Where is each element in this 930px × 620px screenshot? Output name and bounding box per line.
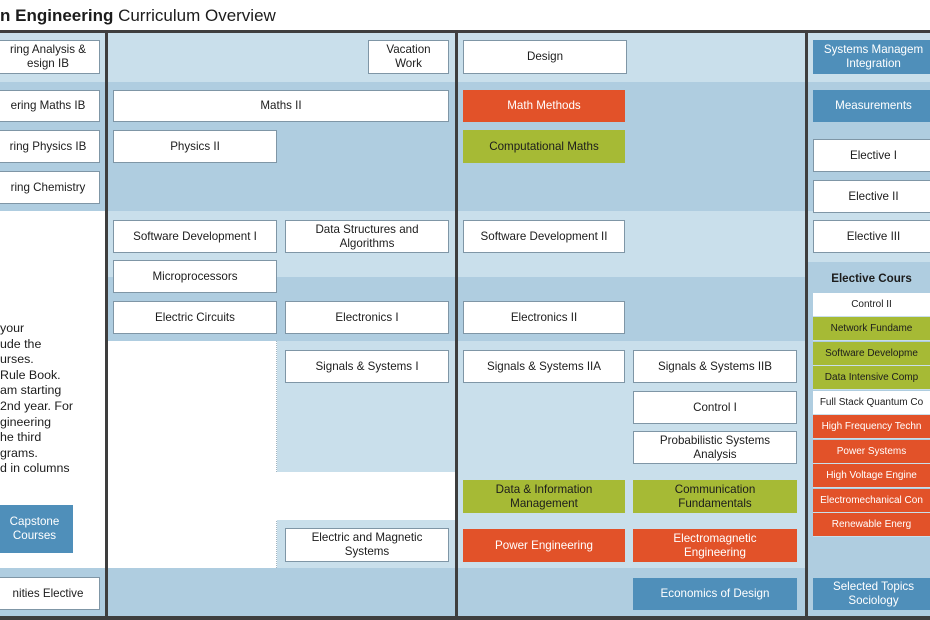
elective-item[interactable]: Network Fundame (813, 317, 930, 341)
course-humanities-elective[interactable]: nities Elective (0, 577, 100, 610)
elective-item[interactable]: High Frequency Techn (813, 415, 930, 439)
course-power-engineering[interactable]: Power Engineering (463, 529, 625, 562)
course-signals-systems-i[interactable]: Signals & Systems I (285, 350, 449, 383)
course-signals-systems-iia[interactable]: Signals & Systems IIA (463, 350, 625, 383)
course-vacation-work[interactable]: Vacation Work (368, 40, 449, 74)
elective-courses-heading: Elective Cours (831, 272, 912, 285)
course-data-structures[interactable]: Data Structures and Algorithms (285, 220, 449, 253)
course-data-information-management[interactable]: Data & Information Management (463, 480, 625, 513)
page-title-bold: n Engineering (0, 6, 114, 25)
course-physics-ib[interactable]: ring Physics IB (0, 130, 100, 163)
course-math-methods[interactable]: Math Methods (463, 90, 625, 122)
course-elective-iii[interactable]: Elective III (813, 220, 930, 253)
course-control-i[interactable]: Control I (633, 391, 797, 424)
course-communication-fundamentals[interactable]: Communication Fundamentals (633, 480, 797, 513)
course-analysis-design-ib[interactable]: ring Analysis & esign IB (0, 40, 100, 74)
course-physics-ii[interactable]: Physics II (113, 130, 277, 163)
course-electric-magnetic-systems[interactable]: Electric and Magnetic Systems (285, 528, 449, 562)
course-electronics-i[interactable]: Electronics I (285, 301, 449, 334)
course-computational-maths[interactable]: Computational Maths (463, 130, 625, 163)
course-software-development-ii[interactable]: Software Development II (463, 220, 625, 253)
column-divider (105, 33, 108, 620)
elective-item[interactable]: Software Developme (813, 342, 930, 366)
course-maths-ib[interactable]: ering Maths IB (0, 90, 100, 122)
course-probabilistic-systems[interactable]: Probabilistic Systems Analysis (633, 431, 797, 464)
course-maths-ii[interactable]: Maths II (113, 90, 449, 122)
course-elective-i[interactable]: Elective I (813, 139, 930, 172)
page-title-rest: Curriculum Overview (113, 6, 276, 25)
curriculum-note: your ude the urses. Rule Book. am starti… (0, 321, 100, 477)
elective-item[interactable]: High Voltage Engine (813, 464, 930, 488)
year2-blank-strip (276, 472, 455, 520)
course-electronics-ii[interactable]: Electronics II (463, 301, 625, 334)
course-measurements[interactable]: Measurements (813, 90, 930, 122)
page-title: n Engineering Curriculum Overview (0, 6, 276, 26)
elective-item[interactable]: Renewable Energ (813, 513, 930, 537)
note-line: am starting (0, 383, 62, 398)
course-elective-ii[interactable]: Elective II (813, 180, 930, 213)
top-divider (0, 30, 930, 33)
note-line: grams. (0, 445, 38, 460)
note-line: Rule Book. (0, 367, 61, 382)
course-electromagnetic-engineering[interactable]: Electromagnetic Engineering (633, 529, 797, 562)
note-line: ude the (0, 336, 42, 351)
elective-item[interactable]: Control II (813, 293, 930, 317)
course-electric-circuits[interactable]: Electric Circuits (113, 301, 277, 334)
capstone-courses-legend: Capstone Courses (0, 505, 73, 553)
course-systems-management[interactable]: Systems Managem Integration (813, 40, 930, 74)
note-line: he third (0, 430, 42, 445)
column-divider (455, 33, 458, 620)
elective-item[interactable]: Power Systems (813, 440, 930, 464)
elective-item[interactable]: Electromechanical Con (813, 489, 930, 513)
elective-item[interactable]: Data Intensive Comp (813, 366, 930, 390)
bottom-divider (0, 616, 930, 620)
course-design[interactable]: Design (463, 40, 627, 74)
note-line: your (0, 321, 25, 335)
course-software-development-i[interactable]: Software Development I (113, 220, 277, 253)
column-divider (805, 33, 808, 620)
note-line: urses. (0, 352, 34, 367)
note-line: gineering (0, 414, 51, 429)
elective-item[interactable]: Full Stack Quantum Co (813, 391, 930, 415)
course-chemistry[interactable]: ring Chemistry (0, 171, 100, 204)
note-line: 2nd year. For (0, 398, 74, 413)
course-signals-systems-iib[interactable]: Signals & Systems IIB (633, 350, 797, 383)
note-line: d in columns (0, 461, 70, 476)
year2-blank-area (108, 341, 277, 568)
course-selected-topics-sociology[interactable]: Selected Topics Sociology (813, 578, 930, 610)
course-microprocessors[interactable]: Microprocessors (113, 260, 277, 293)
course-economics-of-design[interactable]: Economics of Design (633, 578, 797, 610)
